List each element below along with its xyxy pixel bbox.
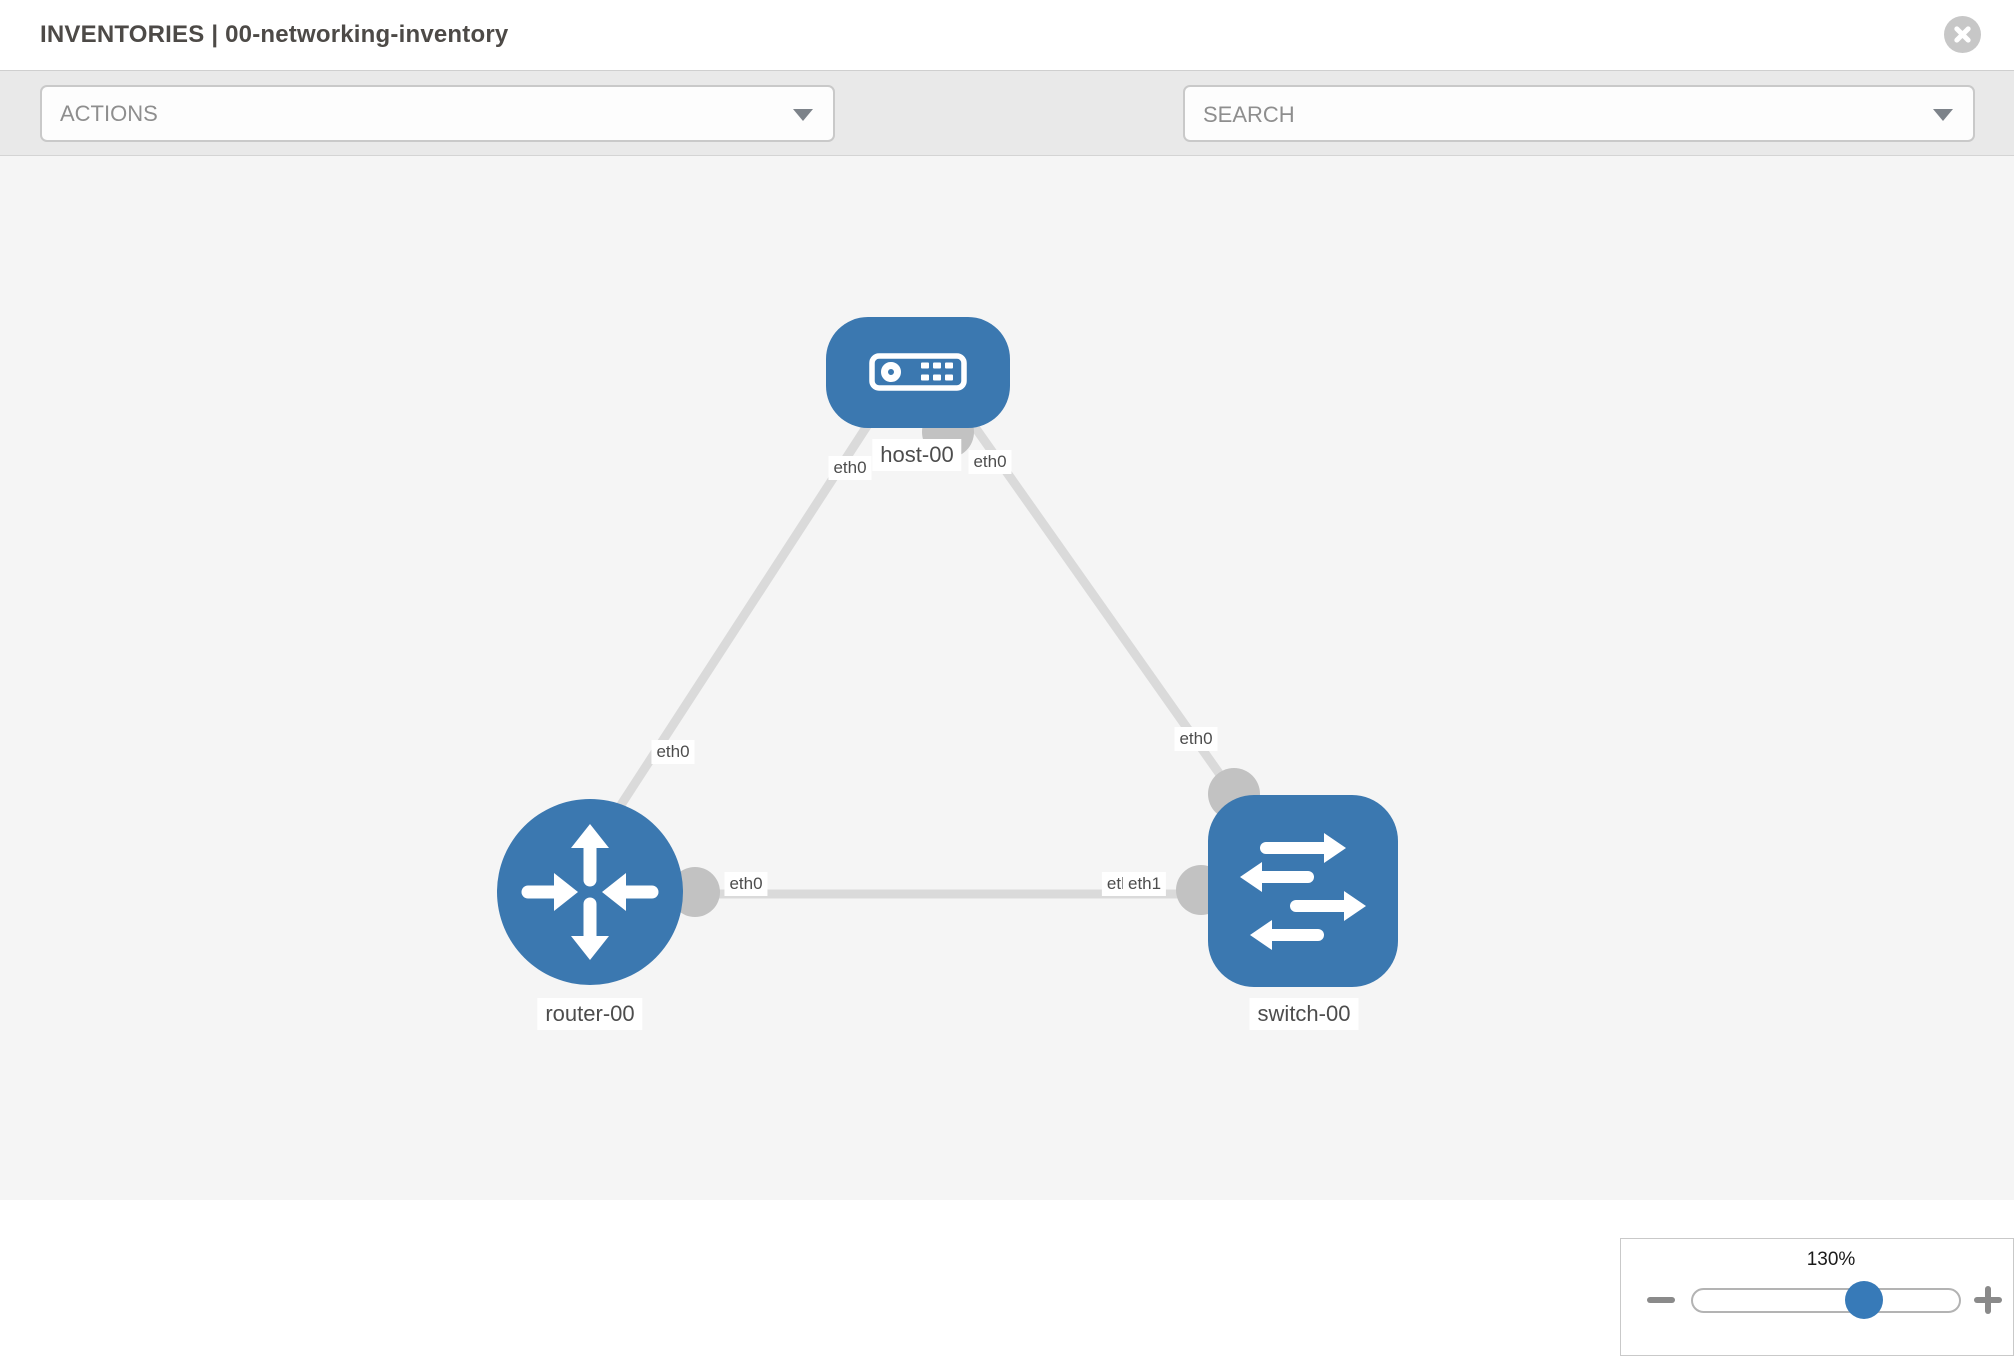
interface-label-overlap: eth0 eth1 (1101, 872, 1167, 896)
interface-label: eth0 (828, 456, 872, 480)
plus-icon (1985, 1286, 1991, 1314)
zoom-in-button[interactable] (1974, 1286, 2002, 1314)
toolbar: ACTIONS (0, 70, 2014, 207)
interface-point-router-eth0 (670, 867, 720, 917)
interface-label: eth0 (968, 450, 1012, 474)
actions-dropdown[interactable]: ACTIONS (40, 85, 835, 142)
zoom-slider-track[interactable] (1691, 1288, 1961, 1313)
close-icon[interactable] (1944, 16, 1981, 53)
search-input[interactable] (1201, 91, 1905, 138)
header: INVENTORIES | 00-networking-inventory (0, 0, 2014, 70)
search-box[interactable] (1183, 85, 1975, 142)
node-switch-00[interactable] (1208, 795, 1398, 987)
interface-label: eth0 (651, 740, 695, 764)
page-title: INVENTORIES | 00-networking-inventory (40, 21, 509, 48)
node-label-router-00[interactable]: router-00 (537, 998, 643, 1030)
switch-arrows-icon (1240, 833, 1366, 950)
actions-dropdown-label: ACTIONS (60, 101, 158, 126)
interface-label: eth0 (724, 872, 768, 896)
interface-label: eth1 (1123, 872, 1167, 896)
router-arrows-icon (521, 824, 659, 960)
server-icon (869, 353, 967, 391)
topology-canvas[interactable]: eth0 eth0 eth0 eth0 eth0 eth0 eth1 host-… (0, 156, 2014, 1356)
chevron-down-icon (1933, 108, 1953, 121)
topology-svg (497, 317, 1398, 987)
zoom-slider-thumb[interactable] (1845, 1281, 1883, 1319)
zoom-level-value: 130% (1806, 1249, 1856, 1270)
node-router-00[interactable] (497, 799, 683, 985)
node-label-host-00[interactable]: host-00 (872, 439, 962, 471)
zoom-out-button[interactable] (1647, 1297, 1675, 1303)
node-label-switch-00[interactable]: switch-00 (1249, 998, 1359, 1030)
chevron-down-icon (793, 108, 813, 121)
interface-label: eth0 (1174, 727, 1218, 751)
node-host-00[interactable] (826, 317, 1010, 428)
zoom-control-panel: 130% (1620, 1238, 2014, 1356)
